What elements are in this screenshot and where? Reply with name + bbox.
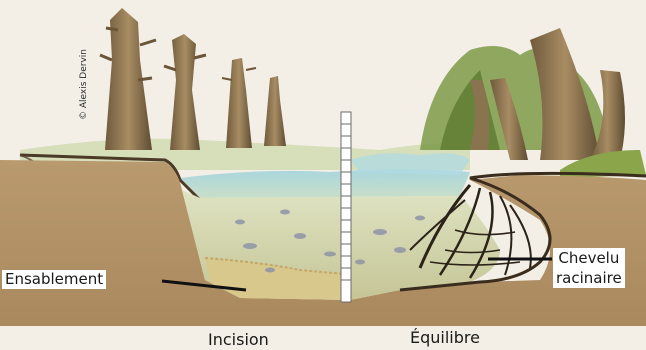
equilibre-label: Équilibre xyxy=(410,328,480,347)
ensablement-label: Ensablement xyxy=(2,270,106,289)
chevelu-racinaire-label: Chevelu racinaire xyxy=(553,248,625,288)
credit-text: © Alexis Dervin xyxy=(79,49,89,120)
bottom-band xyxy=(0,326,646,350)
chevelu-label-line1: Chevelu xyxy=(556,248,622,268)
measuring-pole xyxy=(341,112,351,302)
chevelu-label-line2: racinaire xyxy=(556,268,622,288)
incision-label: Incision xyxy=(208,330,269,349)
